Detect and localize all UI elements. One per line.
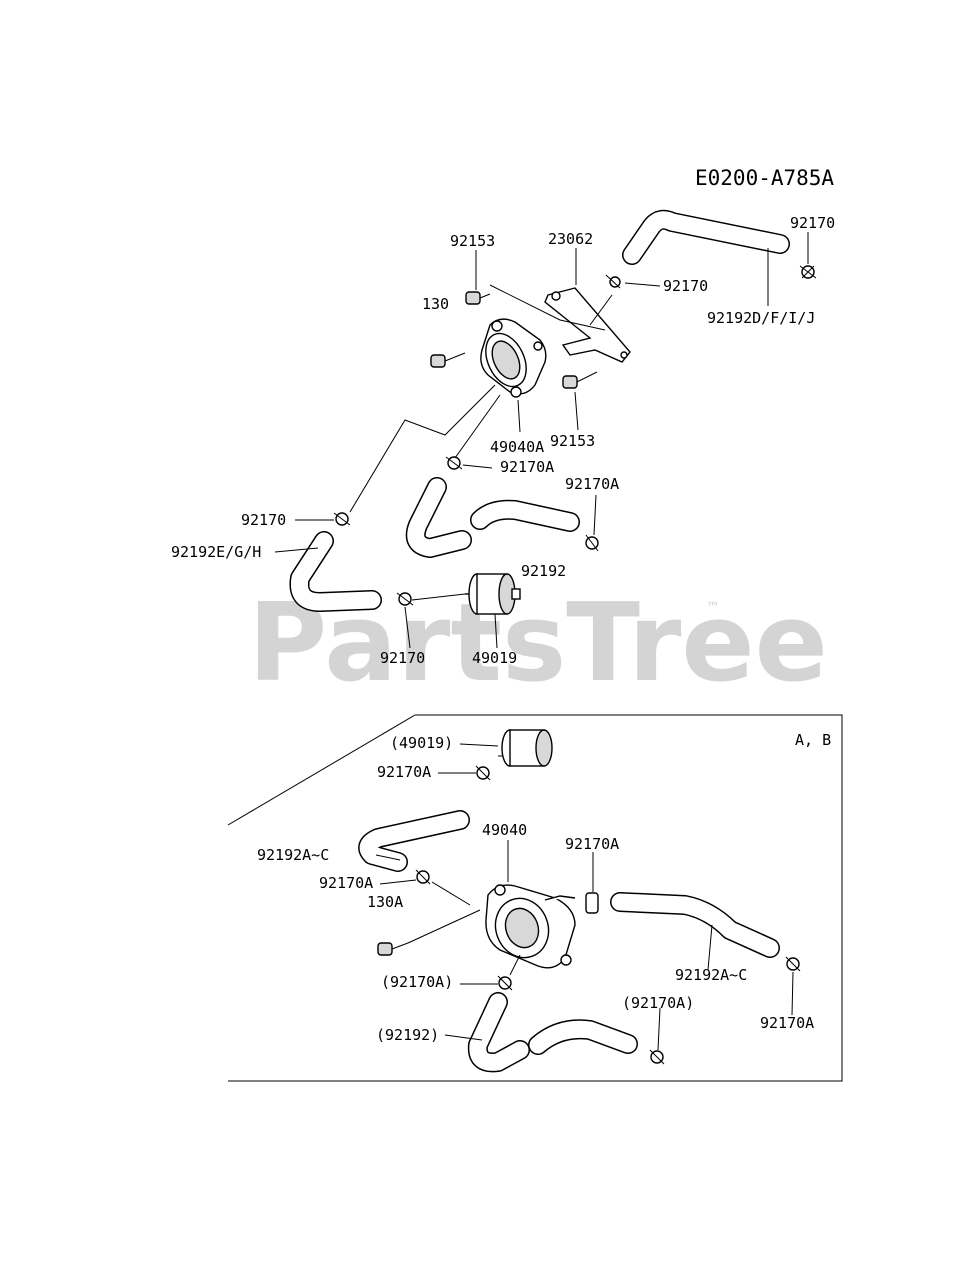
clamp-92170A-1[interactable] xyxy=(445,456,463,470)
inset-clamp-92170A-p1[interactable] xyxy=(497,975,513,991)
label-inset-92192-p: (92192) xyxy=(376,1026,439,1044)
label-92170-clip: 92170 xyxy=(663,277,708,295)
inset-hose-92192A-1[interactable] xyxy=(358,810,470,872)
inset-clamp-92170A-4[interactable] xyxy=(785,956,801,972)
label-92192D: 92192D/F/I/J xyxy=(707,309,815,327)
bolt-92153-top[interactable] xyxy=(465,291,491,305)
inset-fitting-92170A-2[interactable] xyxy=(585,892,599,914)
inset-clamp-92170A-3[interactable] xyxy=(415,869,431,885)
fuel-filter-49019[interactable] xyxy=(465,573,521,615)
hose-92192D[interactable] xyxy=(622,209,790,265)
inset-hose-92192A-2[interactable] xyxy=(610,892,780,958)
clamp-92170A-2[interactable] xyxy=(585,534,599,552)
label-92153-mid: 92153 xyxy=(550,432,595,450)
hose-middle-92192[interactable] xyxy=(405,477,580,558)
leader-lines-inset xyxy=(375,743,794,1051)
inset-fuel-filter-49019[interactable] xyxy=(498,729,553,767)
screw-130[interactable] xyxy=(430,352,466,368)
label-inset-92170A-1: 92170A xyxy=(377,763,431,781)
label-92192: 92192 xyxy=(521,562,566,580)
hose-92192E[interactable] xyxy=(289,531,382,612)
inset-label: A, B xyxy=(795,731,831,749)
clamp-92170-bottom[interactable] xyxy=(396,592,414,606)
label-92170-top-right: 92170 xyxy=(790,214,835,232)
bracket-23062[interactable] xyxy=(544,287,631,363)
label-inset-49040: 49040 xyxy=(482,821,527,839)
label-inset-49019: (49019) xyxy=(390,734,453,752)
inset-screw-130A[interactable] xyxy=(377,942,409,956)
diagram-code: E0200-A785A xyxy=(695,166,834,190)
inset-hose-92192-lower[interactable] xyxy=(467,992,638,1073)
label-92192E: 92192E/G/H xyxy=(171,543,261,561)
label-92170-left: 92170 xyxy=(241,511,286,529)
label-92170A-2: 92170A xyxy=(565,475,619,493)
clip-92170[interactable] xyxy=(605,274,621,289)
clamp-92170-top-right[interactable] xyxy=(799,265,817,279)
label-49019: 49019 xyxy=(472,649,517,667)
inset-fuel-pump-49040[interactable] xyxy=(485,884,576,969)
bolt-92153-mid[interactable] xyxy=(562,371,598,389)
inset-clamp-92170A-1[interactable] xyxy=(475,765,491,781)
label-inset-92170A-4: 92170A xyxy=(760,1014,814,1032)
label-92170A-1: 92170A xyxy=(500,458,554,476)
label-inset-92170A-3: 92170A xyxy=(319,874,373,892)
label-130: 130 xyxy=(422,295,449,313)
label-inset-92170A-p2: (92170A) xyxy=(622,994,694,1012)
label-inset-130A: 130A xyxy=(367,893,403,911)
label-inset-92170A-2: 92170A xyxy=(565,835,619,853)
label-92153-top: 92153 xyxy=(450,232,495,250)
label-49040A: 49040A xyxy=(490,438,544,456)
inset-frame xyxy=(227,714,843,1082)
label-92170-bottom: 92170 xyxy=(380,649,425,667)
label-inset-92192A-1: 92192A~C xyxy=(257,846,329,864)
label-23062: 23062 xyxy=(548,230,593,248)
fuel-pump-49040A[interactable] xyxy=(478,318,547,398)
inset-clamp-92170A-p2[interactable] xyxy=(649,1049,665,1065)
label-inset-92192A-2: 92192A~C xyxy=(675,966,747,984)
label-inset-92170A-p1: (92170A) xyxy=(381,973,453,991)
leader-lines-upper xyxy=(274,232,809,649)
clamp-92170-left[interactable] xyxy=(333,512,351,526)
watermark-trademark: ™ xyxy=(706,600,720,616)
